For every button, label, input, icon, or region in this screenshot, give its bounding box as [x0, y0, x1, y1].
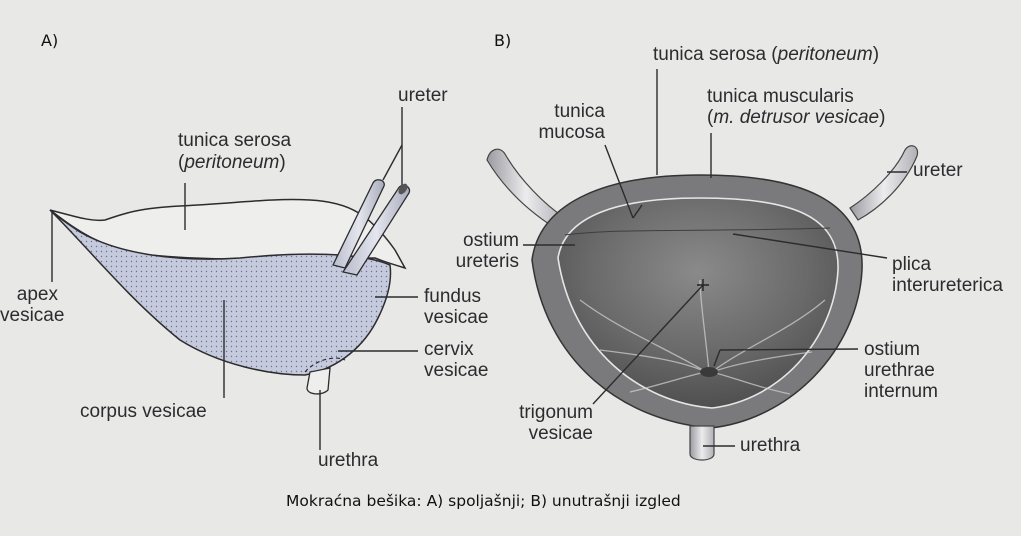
label-corpus-vesicae: corpus vesicae — [80, 401, 207, 422]
panel-label-a: A) — [41, 31, 59, 50]
figure-caption: Mokraćna bešika: A) spoljašnji; B) unutr… — [286, 492, 681, 510]
label-tunica-muscularis: tunica muscularis(m. detrusor vesicae) — [707, 86, 886, 128]
leader-lines-b — [523, 69, 907, 447]
bladder-external-view — [49, 179, 411, 395]
label-urethra-a: urethra — [318, 450, 379, 471]
label-tunica-serosa-b: tunica serosa (peritoneum) — [653, 44, 880, 65]
leader-lines-a — [51, 107, 418, 450]
label-peritoneum-a: (peritoneum) — [178, 152, 286, 173]
label-ureter-a: ureter — [398, 85, 448, 106]
label-urethra-b: urethra — [740, 435, 801, 456]
panel-label-b: B) — [494, 31, 512, 50]
label-tunica-serosa-a: tunica serosa — [178, 130, 292, 151]
label-ureter-b: ureter — [913, 160, 963, 181]
bladder-internal-view — [486, 145, 919, 461]
